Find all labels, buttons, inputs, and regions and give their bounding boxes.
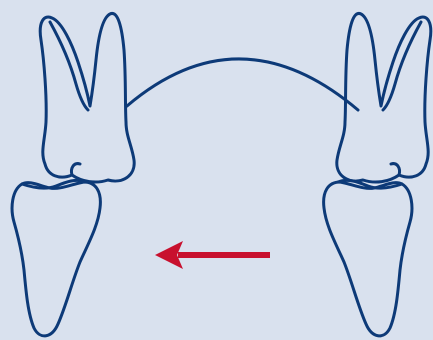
dental-diagram (0, 0, 433, 340)
diagram-svg (0, 0, 433, 340)
